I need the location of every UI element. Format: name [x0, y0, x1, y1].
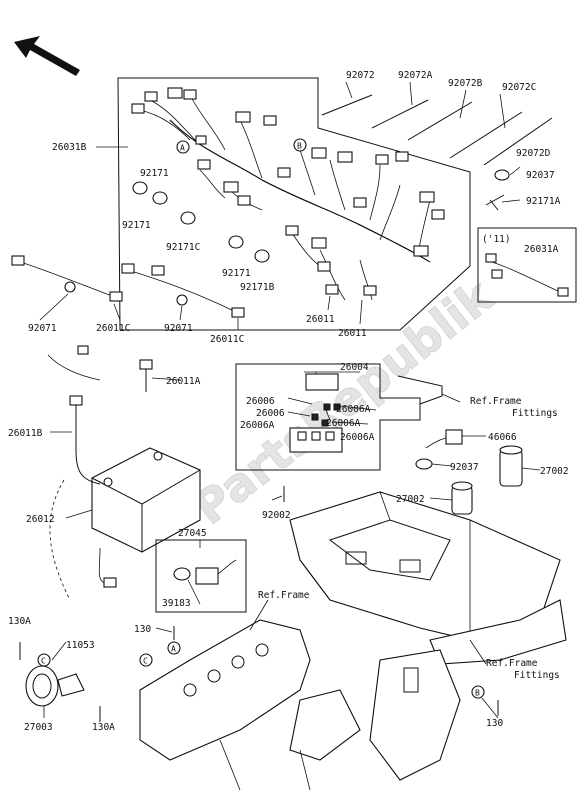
callout-26011a: 26011A: [166, 376, 201, 387]
bracket-26004: [397, 375, 443, 405]
callout-130-lower: 130: [486, 718, 503, 729]
fuse-box-outline: [235, 363, 421, 471]
callout-26011-2: 26011: [338, 328, 367, 339]
marker-a-harness: A: [176, 140, 190, 154]
callout-130a-bottom: 130A: [92, 722, 115, 733]
battery-cable-26011a-end: [139, 359, 153, 370]
callout-27003: 27003: [24, 722, 53, 733]
ref-frame-fittings-2b: Fittings: [514, 670, 560, 681]
harness-outline: [117, 77, 471, 331]
inset-27045-box: [155, 539, 247, 613]
marker-a-frame-label: A: [171, 645, 176, 654]
callout-26012: 26012: [26, 514, 55, 525]
relay-27002-left: [451, 481, 473, 515]
callout-26004: 26004: [340, 362, 369, 373]
main-wiring-harness: [131, 87, 445, 301]
callout-92171-3: 92171: [222, 268, 251, 279]
callout-46066: 46066: [488, 432, 517, 443]
callout-130-upper: 130: [134, 624, 151, 635]
marker-b-frame-label: B: [475, 689, 480, 698]
callout-92072a: 92072A: [398, 70, 433, 81]
callout-92171-2: 92171: [122, 220, 151, 231]
ref-frame-fittings-1b: Fittings: [512, 408, 558, 419]
ref-frame-fittings-1: Ref.Frame: [470, 396, 522, 407]
sub-harness-26031a: [485, 253, 569, 297]
callout-year-11: ('11): [482, 234, 511, 245]
callout-26031b: 26031B: [52, 142, 87, 153]
callout-92072d: 92072D: [516, 148, 551, 159]
callout-27045: 27045: [178, 528, 207, 539]
fuse-box-26004: [289, 373, 343, 453]
switch-27045: [173, 559, 237, 585]
callout-39183: 39183: [162, 598, 191, 609]
callout-92037-lower: 92037: [450, 462, 479, 473]
clamp-92037: [494, 169, 510, 181]
leader-lines: [39, 81, 541, 719]
clip-92171a: [485, 194, 505, 211]
marker-b-frame: B: [471, 685, 485, 699]
ref-frame-fittings-2: Ref.Frame: [486, 658, 538, 669]
callout-26006-1: 26006: [246, 396, 275, 407]
callout-92071-left: 92071: [28, 323, 57, 334]
horn-27003: [25, 665, 85, 707]
callout-92072b: 92072B: [448, 78, 483, 89]
battery-26012: [91, 447, 201, 553]
callout-labels: 92072 92072A 92072B 92072C 92072D 92037 …: [8, 70, 569, 733]
marker-b-label: B: [297, 142, 302, 151]
callout-26011b: 26011B: [8, 428, 43, 439]
sub-harness-26011c-right: [121, 263, 245, 318]
grommet-group: [132, 181, 270, 263]
callout-130a-top: 130A: [8, 616, 31, 627]
frame: [139, 619, 461, 791]
callout-92171c: 92171C: [166, 242, 200, 253]
callout-26006a-1: 26006A: [336, 404, 371, 415]
marker-b-harness: B: [293, 138, 307, 152]
callout-26031a: 26031A: [524, 244, 559, 255]
marker-c-horn: C: [37, 653, 51, 667]
sensor-46066: [425, 429, 463, 449]
sub-harness-26011c-left: [11, 255, 123, 302]
callout-92037-upper: 92037: [526, 170, 555, 181]
callout-26011c-left: 26011C: [96, 323, 130, 334]
callout-26006a-2: 26006A: [240, 420, 275, 431]
battery-ground-end: [103, 577, 117, 588]
callout-26006a-4: 26006A: [340, 432, 375, 443]
callout-11053: 11053: [66, 640, 95, 651]
battery-dashed-link: [49, 479, 71, 601]
clamp-92037-lower: [415, 458, 433, 470]
callout-26006-2: 26006: [256, 408, 285, 419]
ref-frame: Ref.Frame: [258, 590, 310, 601]
callout-92072: 92072: [346, 70, 375, 81]
callout-92072c: 92072C: [502, 82, 536, 93]
callout-92171b: 92171B: [240, 282, 275, 293]
relay-27002-right: [499, 445, 523, 487]
battery-cable-26011b: [75, 402, 101, 485]
callout-27002-right: 27002: [540, 466, 569, 477]
cable-top-end: [77, 345, 89, 355]
callout-27002-left: 27002: [396, 494, 425, 505]
frame-fittings-tray: [289, 491, 567, 665]
callout-26006a-3: 26006A: [326, 418, 361, 429]
cable-top: [47, 354, 101, 381]
marker-c-frame: C: [139, 653, 153, 667]
callout-92002: 92002: [262, 510, 291, 521]
marker-a-label: A: [180, 144, 185, 153]
marker-a-frame: A: [167, 641, 181, 655]
callout-26011c-right: 26011C: [210, 334, 244, 345]
callout-26011-1: 26011: [306, 314, 335, 325]
battery-cable-26011b-end: [69, 395, 83, 406]
marker-c-horn-label: C: [41, 657, 46, 666]
callout-92171-1: 92171: [140, 168, 169, 179]
inset-26031a-box: [477, 227, 577, 303]
front-arrow-icon: [14, 36, 80, 76]
marker-c-frame-label: C: [143, 657, 148, 666]
cable-ties: [321, 94, 553, 166]
callout-92171a: 92171A: [526, 196, 561, 207]
callout-92071-right: 92071: [164, 323, 193, 334]
